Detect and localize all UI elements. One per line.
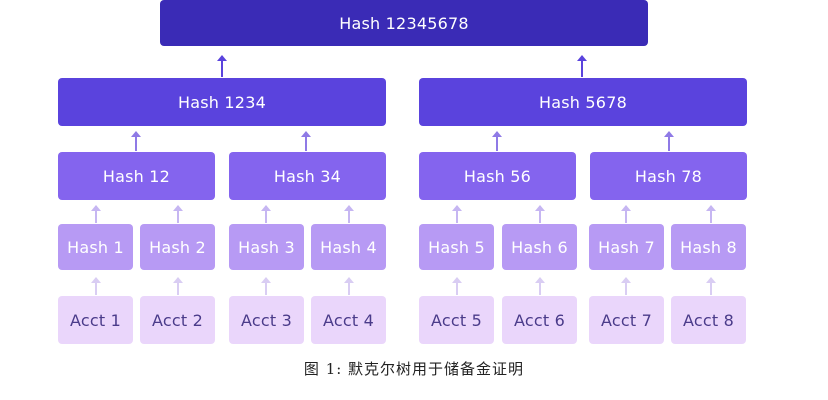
arrow-up-icon [706, 205, 716, 223]
account-leaf-4: Acct 4 [311, 296, 386, 344]
arrow-up-icon [173, 205, 183, 223]
arrow-up-icon [301, 131, 311, 151]
arrow-up-icon [261, 277, 271, 295]
arrow-up-icon [577, 55, 587, 77]
arrow-up-icon [91, 205, 101, 223]
account-leaf-6: Acct 6 [502, 296, 577, 344]
account-leaf-5: Acct 5 [419, 296, 494, 344]
hash-node-2: Hash 2 [140, 224, 215, 270]
arrow-up-icon [452, 205, 462, 223]
hash-node-34: Hash 34 [229, 152, 386, 200]
hash-node-7: Hash 7 [589, 224, 664, 270]
hash-node-5678: Hash 5678 [419, 78, 747, 126]
hash-node-6: Hash 6 [502, 224, 577, 270]
hash-node-78: Hash 78 [590, 152, 747, 200]
arrow-up-icon [535, 205, 545, 223]
hash-node-3: Hash 3 [229, 224, 304, 270]
figure-caption: 图 1: 默克尔树用于储备金证明 [303, 360, 525, 378]
hash-node-1234: Hash 1234 [58, 78, 386, 126]
arrow-up-icon [706, 277, 716, 295]
arrow-up-icon [492, 131, 502, 151]
arrow-up-icon [173, 277, 183, 295]
arrow-up-icon [664, 131, 674, 151]
hash-node-56: Hash 56 [419, 152, 576, 200]
arrow-up-icon [344, 277, 354, 295]
arrow-up-icon [621, 277, 631, 295]
account-leaf-1: Acct 1 [58, 296, 133, 344]
arrow-up-icon [621, 205, 631, 223]
root-hash-node: Hash 12345678 [160, 0, 648, 46]
arrow-up-icon [261, 205, 271, 223]
account-leaf-2: Acct 2 [140, 296, 215, 344]
account-leaf-8: Acct 8 [671, 296, 746, 344]
account-leaf-3: Acct 3 [229, 296, 304, 344]
hash-node-1: Hash 1 [58, 224, 133, 270]
arrow-up-icon [344, 205, 354, 223]
hash-node-5: Hash 5 [419, 224, 494, 270]
hash-node-8: Hash 8 [671, 224, 746, 270]
arrow-up-icon [131, 131, 141, 151]
arrow-up-icon [91, 277, 101, 295]
hash-node-12: Hash 12 [58, 152, 215, 200]
arrow-up-icon [535, 277, 545, 295]
hash-node-4: Hash 4 [311, 224, 386, 270]
account-leaf-7: Acct 7 [589, 296, 664, 344]
arrow-up-icon [452, 277, 462, 295]
arrow-up-icon [217, 55, 227, 77]
